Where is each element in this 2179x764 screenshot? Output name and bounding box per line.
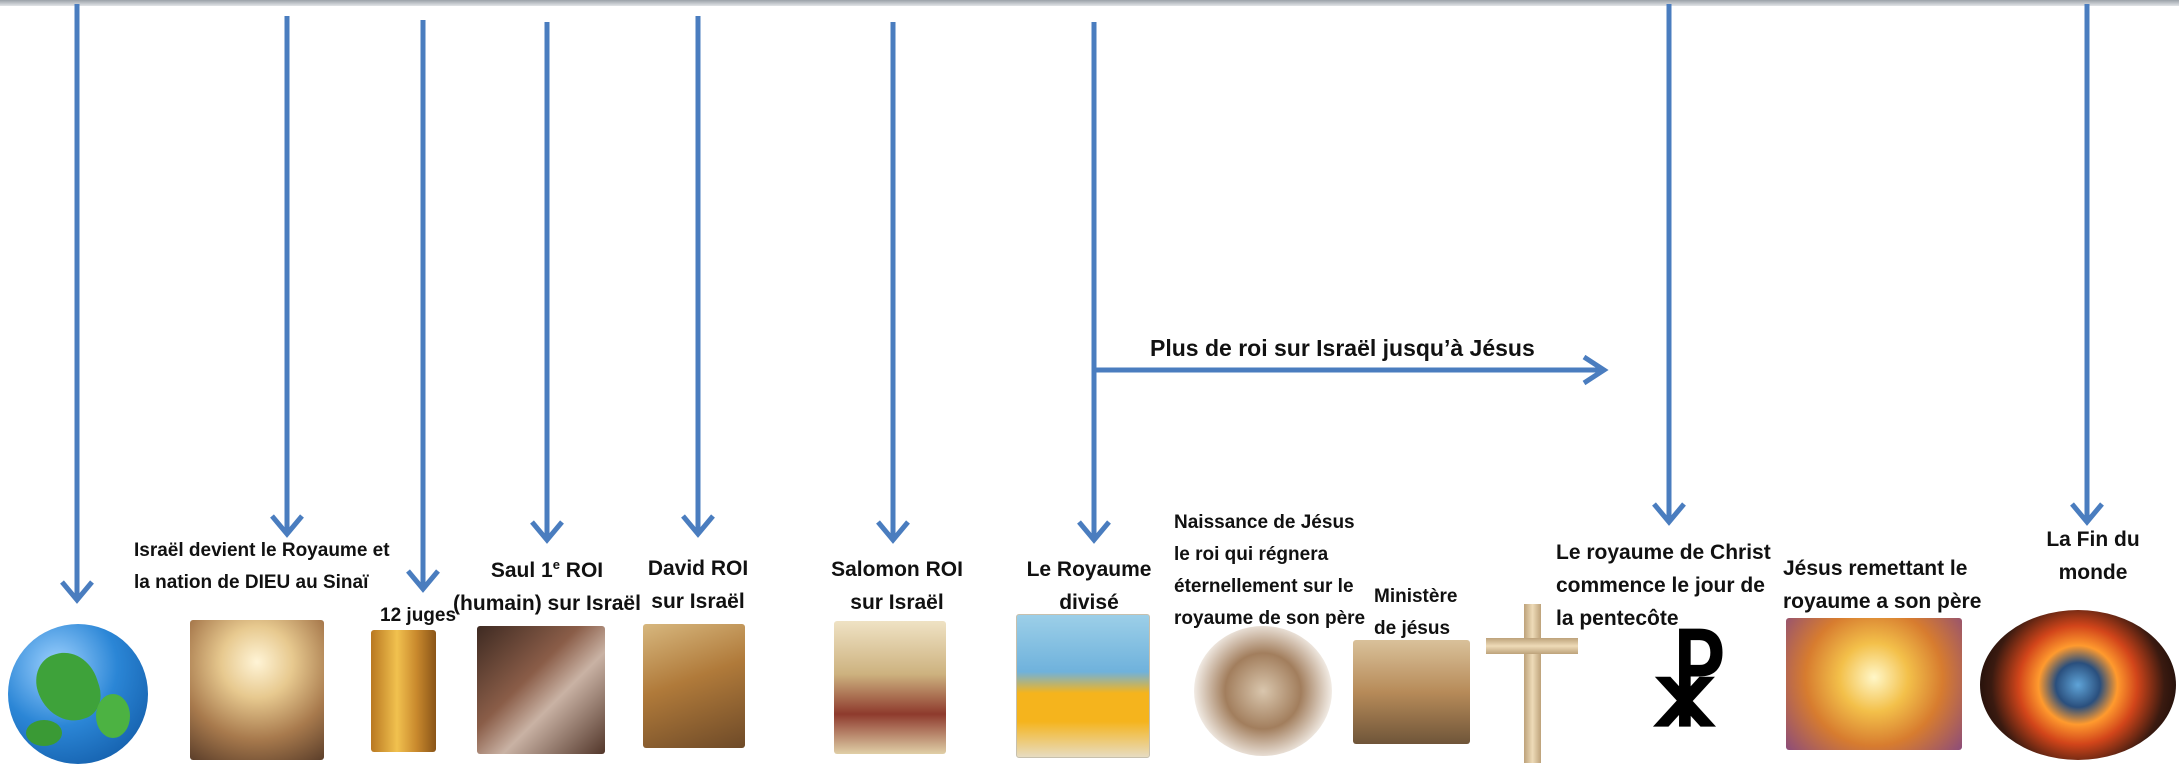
label-saul-line1: Saul 1 [490,559,553,582]
salomon-image [834,621,946,754]
label-pentecote-line1: Le royaume de Christ [1556,541,1771,564]
cross-icon [1524,604,1541,763]
label-sinai: Israël devient le Royaume et la nation d… [134,535,390,599]
map-image [1016,614,1150,758]
label-fin-line1: La Fin du [2046,528,2140,551]
label-royaume-divise-line1: Le Royaume [1026,558,1152,581]
label-saul-line1b: ROI [559,559,604,582]
label-pentecote-line2: commence le jour de [1556,574,1765,597]
arrowhead-saul [530,520,564,544]
arrowhead-salomon [876,520,910,544]
label-salomon-line1: Salomon ROI [831,558,963,581]
label-salomon: Salomon ROI sur Israël [820,553,974,619]
globe-icon [8,624,148,764]
arrowhead-pentecote [1652,502,1686,526]
saul-image [477,626,605,754]
chi-rho-icon: ☧ [1648,627,1730,750]
label-naissance-line3: éternellement sur le [1174,576,1354,597]
juges-image [371,630,436,752]
label-remettant: Jésus remettant le royaume a son père [1783,552,1981,618]
label-remettant-line1: Jésus remettant le [1783,557,1968,580]
label-sinai-line1: Israël devient le Royaume et [134,540,390,561]
label-saul-line2: (humain) sur Israël [453,592,641,615]
arrowhead-juges [406,569,440,593]
cross-icon-bar [1486,638,1578,654]
label-plus-de-roi: Plus de roi sur Israël jusqu’à Jésus [1150,335,1535,361]
arrowhead-royaume-divise [1077,520,1111,544]
label-naissance-line2: le roi qui régnera [1174,544,1329,565]
top-border [0,0,2179,6]
throne-image [1786,618,1962,750]
david-image [643,624,745,748]
label-fin-line2: monde [2058,561,2128,584]
label-pentecote: Le royaume de Christ commence le jour de… [1556,536,1771,635]
label-royaume-divise: Le Royaume divisé [1016,553,1162,619]
arrowhead-fin [2070,502,2104,526]
label-ministere-line1: Ministère [1374,586,1458,607]
label-royaume-divise-line2: divisé [1059,591,1119,614]
label-saul-sup: e [552,557,560,572]
end-of-world-image [1980,610,2176,760]
label-sinai-line2: la nation de DIEU au Sinaï [134,572,369,593]
sinai-image [190,620,324,760]
label-naissance-line1: Naissance de Jésus [1174,512,1355,533]
nativity-image [1194,626,1332,756]
label-salomon-line2: sur Israël [850,591,944,614]
label-saul: Saul 1e ROI (humain) sur Israël [449,548,645,620]
label-ministere-line2: de jésus [1374,618,1451,639]
arrowhead-david [681,514,715,538]
arrowhead-plus-de-roi [1582,354,1609,386]
label-david-line2: sur Israël [651,590,745,613]
label-naissance: Naissance de Jésus le roi qui régnera ét… [1174,507,1365,635]
label-david: David ROI sur Israël [632,552,764,618]
label-fin: La Fin du monde [2034,523,2152,589]
label-ministere: Ministère de jésus [1374,581,1457,645]
arrowhead-creation [60,580,94,604]
label-pentecote-line3: la pentecôte [1556,607,1679,630]
label-david-line1: David ROI [647,557,749,580]
label-remettant-line2: royaume a son père [1783,590,1982,613]
label-juges: 12 juges [380,605,457,626]
label-naissance-line4: royaume de son père [1174,608,1366,629]
ministere-image [1353,640,1470,744]
arrowhead-sinai [270,514,304,538]
